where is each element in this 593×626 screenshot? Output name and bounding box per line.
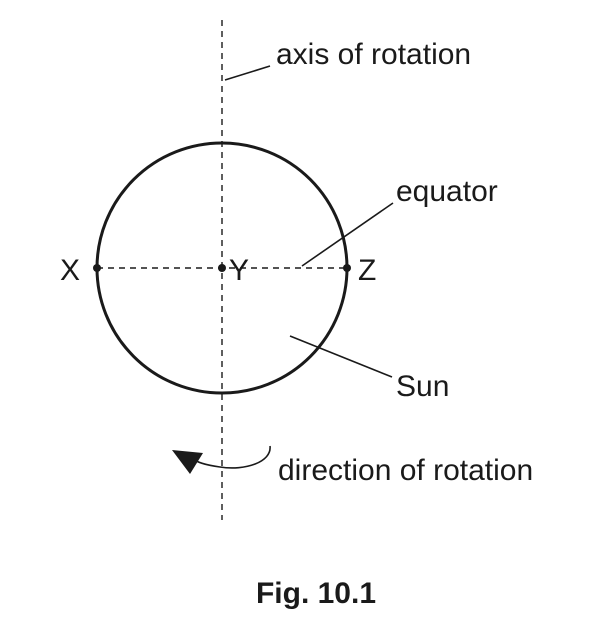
point-y-dot — [218, 264, 226, 272]
equator-leader-line — [301, 202, 394, 267]
sun-label: Sun — [396, 370, 449, 403]
point-z-dot — [343, 264, 351, 272]
figure-caption: Fig. 10.1 — [256, 577, 376, 610]
point-x-dot — [93, 264, 101, 272]
sun-leader-line — [289, 335, 393, 378]
equator-label: equator — [396, 175, 498, 208]
point-y-label: Y — [229, 254, 249, 287]
rotation-arrowhead-icon — [172, 450, 203, 474]
axis-label: axis of rotation — [276, 38, 471, 71]
point-z-label: Z — [358, 254, 376, 287]
rotation-arrow-curve — [191, 445, 271, 469]
direction-label: direction of rotation — [278, 454, 533, 487]
axis-leader-line — [224, 65, 271, 81]
point-x-label: X — [60, 254, 80, 287]
